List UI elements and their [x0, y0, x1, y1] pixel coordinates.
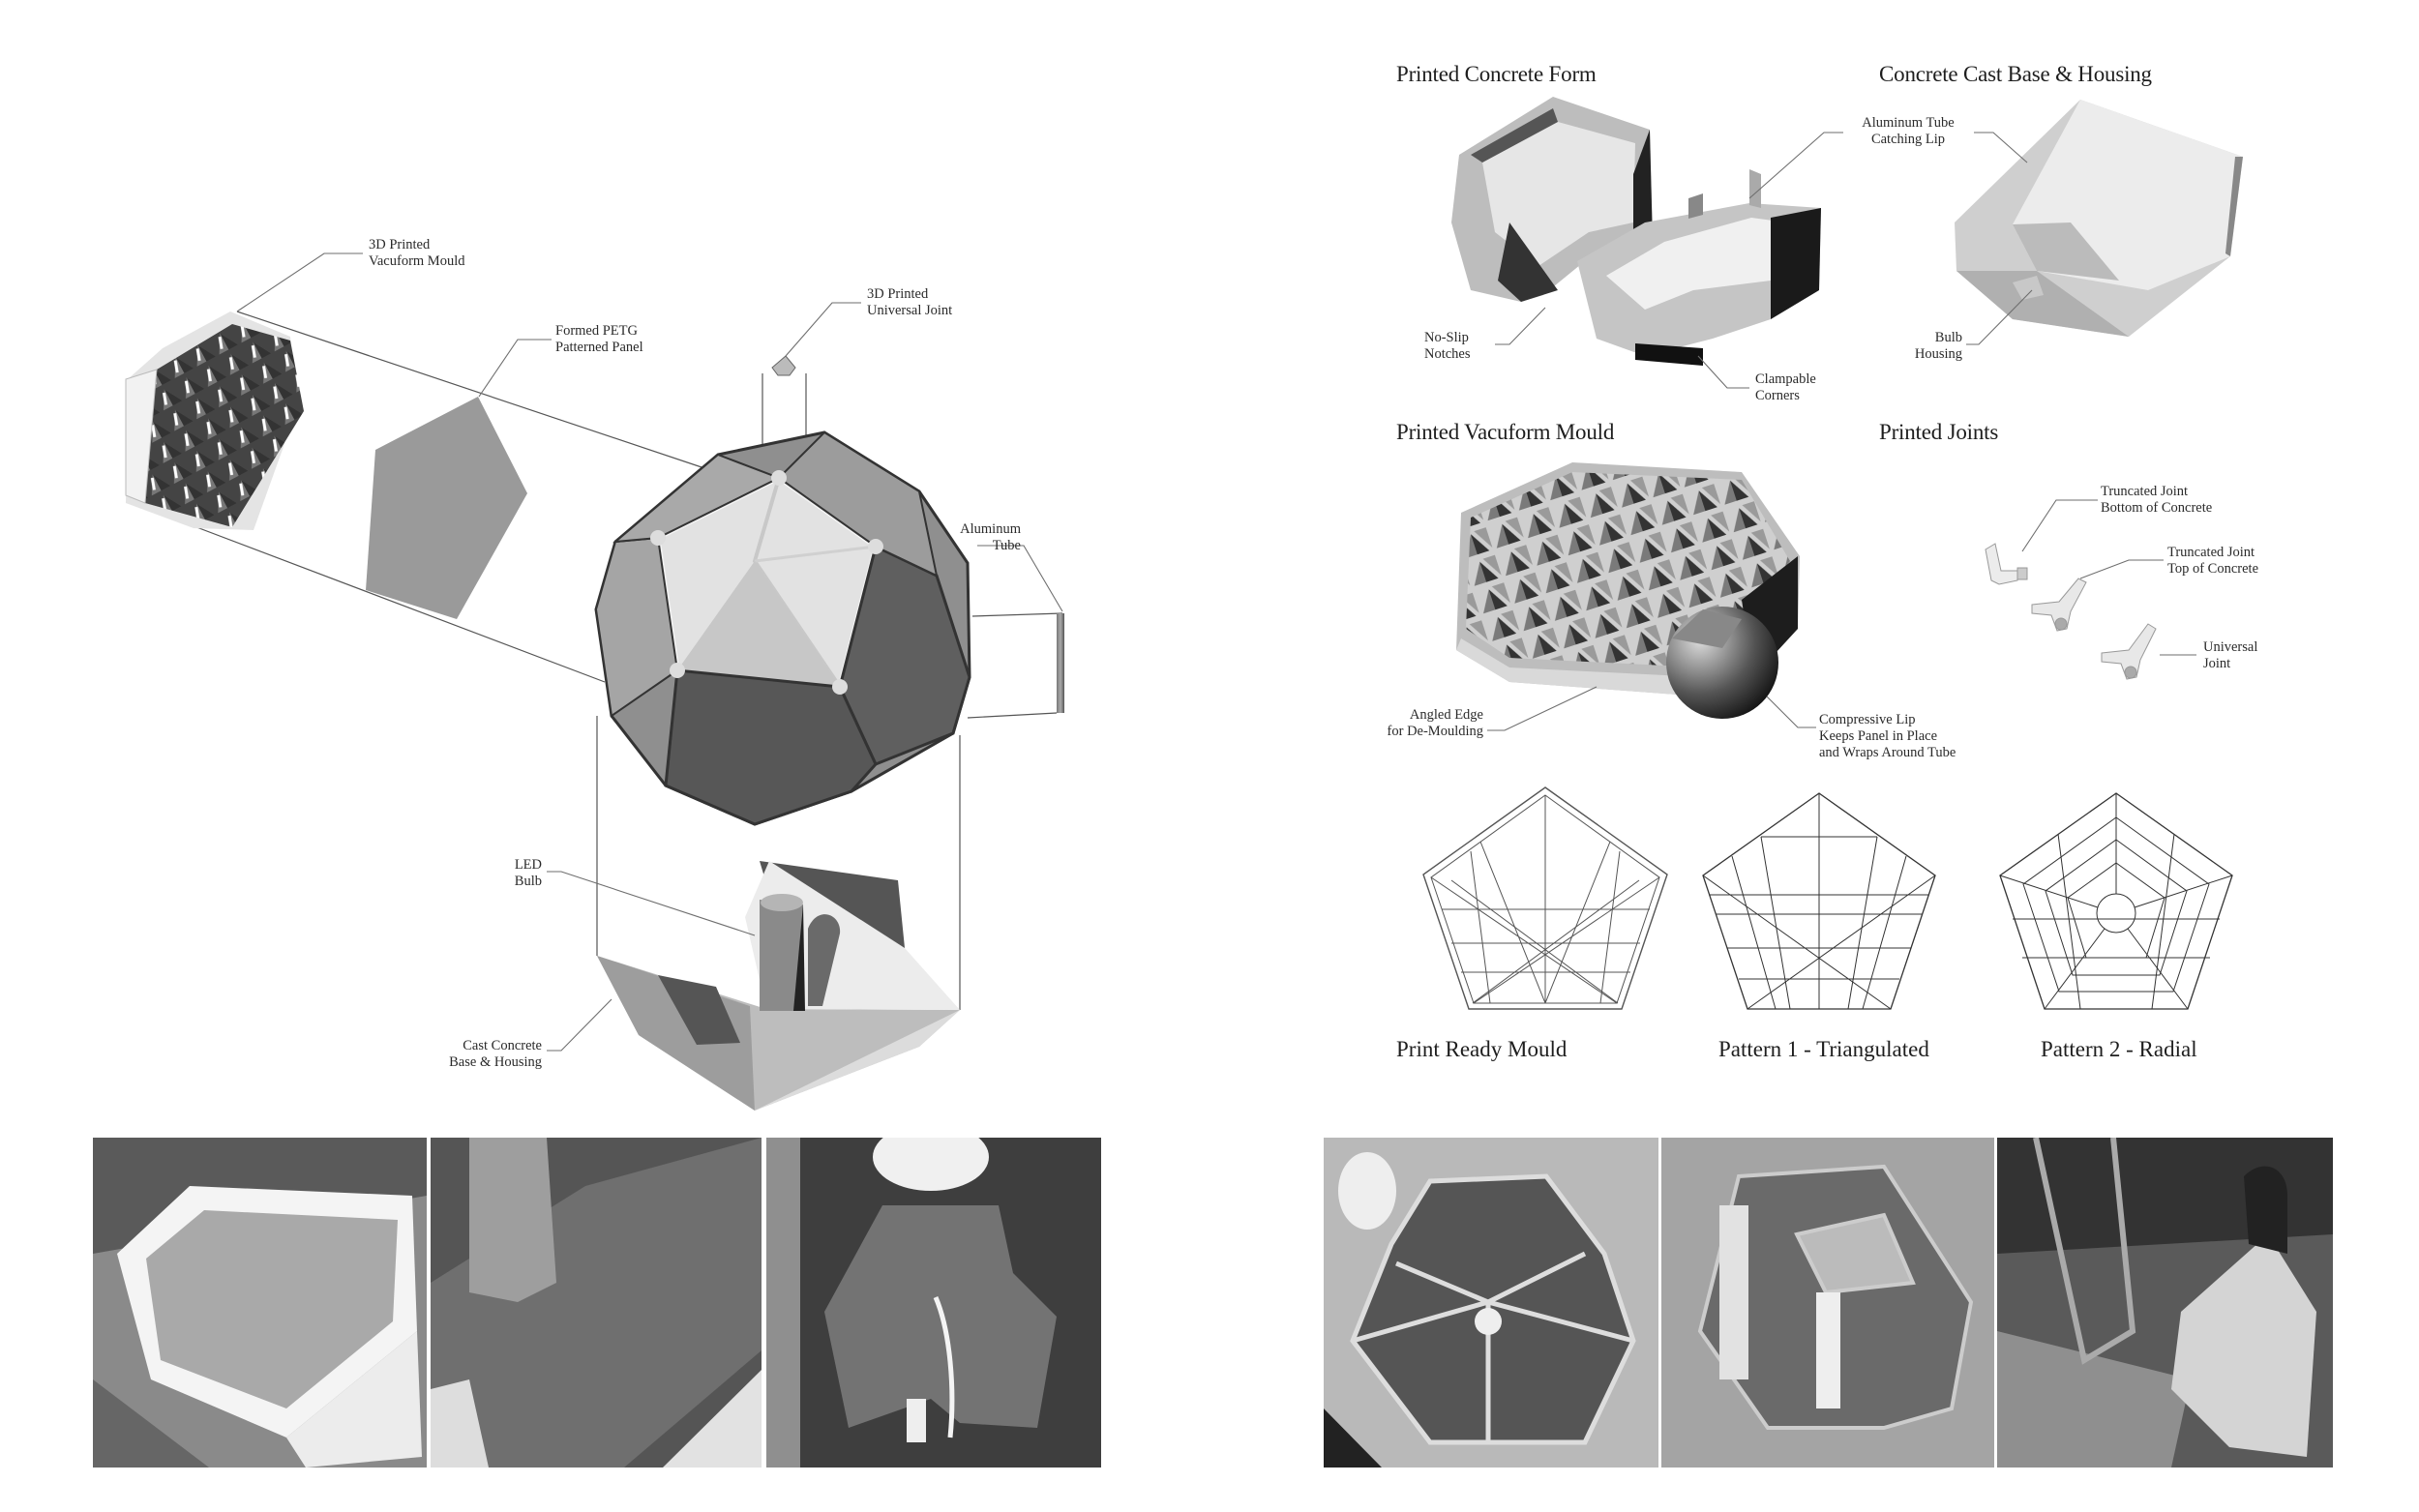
- label-bulb-housing: Bulb Housing: [1877, 330, 1962, 363]
- printed-vacuform-mould-render: [1456, 462, 1800, 719]
- label-line: 3D Printed: [369, 237, 431, 252]
- label-led-bulb: LED Bulb: [445, 857, 542, 890]
- label-line: LED: [514, 857, 542, 873]
- universal-joint-part: [2101, 623, 2157, 680]
- leader-lines-left: [236, 252, 1063, 1052]
- dodecahedron-lamp-render: [594, 430, 971, 826]
- petg-panel-render: [366, 397, 527, 619]
- photo-concrete-housing: [766, 1138, 1101, 1468]
- print-ready-mould-pattern: [1422, 786, 1668, 1010]
- label-line: Housing: [1914, 346, 1962, 362]
- photo-patterned-panel: [1997, 1138, 2333, 1468]
- label-line: Corners: [1755, 388, 1800, 403]
- photo-concrete-block: [431, 1138, 762, 1468]
- label-line: Clampable: [1755, 371, 1816, 387]
- label-line: 3D Printed: [867, 286, 929, 302]
- printed-concrete-form-render: [1451, 97, 1821, 366]
- label-concrete-base: Cast Concrete Base & Housing: [387, 1038, 542, 1071]
- label-line: Bottom of Concrete: [2101, 500, 2213, 516]
- label-line: Bulb: [1934, 330, 1962, 345]
- label-universal-joint: 3D Printed Universal Joint: [867, 286, 952, 319]
- cast-base-housing-render: [1955, 100, 2243, 337]
- label-vacuform-mould: 3D Printed Vacuform Mould: [369, 237, 464, 270]
- label-line: Compressive Lip: [1819, 712, 1916, 727]
- heading-concrete-cast-base: Concrete Cast Base & Housing: [1879, 62, 2152, 86]
- truncated-joint-top: [2031, 578, 2087, 632]
- triangulated-pattern: [1702, 792, 1936, 1010]
- label-line: for De-Moulding: [1387, 724, 1483, 739]
- label-line: Truncated Joint: [2101, 484, 2189, 499]
- label-line: Angled Edge: [1409, 707, 1483, 723]
- label-line: Aluminum Tube: [1862, 115, 1955, 131]
- label-line: Truncated Joint: [2167, 545, 2255, 560]
- label-line: Cast Concrete: [463, 1038, 542, 1053]
- photo-frame-panels: [1324, 1138, 1658, 1468]
- label-line: Catching Lip: [1870, 132, 1946, 147]
- caption-pattern-radial: Pattern 2 - Radial: [2041, 1037, 2197, 1061]
- label-line: and Wraps Around Tube: [1819, 745, 1956, 760]
- label-catching-lip: Aluminum Tube Catching Lip: [1844, 115, 1972, 148]
- label-truncated-joint-top: Truncated Joint Top of Concrete: [2167, 545, 2258, 578]
- label-line: Universal: [2203, 639, 2258, 655]
- leader-lines-right: [1487, 132, 2196, 731]
- universal-joint-render: [771, 355, 796, 376]
- caption-print-ready-mould: Print Ready Mould: [1396, 1037, 1568, 1061]
- photo-concrete-form: [93, 1138, 427, 1468]
- label-truncated-joint-bottom: Truncated Joint Bottom of Concrete: [2101, 484, 2212, 517]
- concrete-base-render: [597, 861, 960, 1111]
- label-line: Tube: [992, 538, 1021, 553]
- vacuform-mould-render: [125, 311, 304, 530]
- label-compressive-lip: Compressive Lip Keeps Panel in Place and…: [1819, 712, 1956, 761]
- label-clampable-corners: Clampable Corners: [1755, 371, 1816, 404]
- label-line: Universal Joint: [867, 303, 953, 318]
- label-line: Keeps Panel in Place: [1819, 728, 1938, 744]
- label-line: Top of Concrete: [2167, 561, 2259, 577]
- label-petg-panel: Formed PETG Patterned Panel: [555, 323, 643, 356]
- label-line: Joint: [2203, 656, 2231, 671]
- caption-pattern-triangulated: Pattern 1 - Triangulated: [1718, 1037, 1929, 1061]
- label-line: Base & Housing: [449, 1054, 542, 1070]
- truncated-joint-bottom: [1985, 543, 2028, 585]
- printed-joints-render: [1985, 543, 2157, 680]
- heading-printed-vacuform-mould: Printed Vacuform Mould: [1396, 420, 1615, 444]
- radial-pattern: [1999, 792, 2233, 1010]
- label-line: Bulb: [514, 874, 542, 889]
- label-line: Vacuform Mould: [369, 253, 465, 269]
- heading-printed-joints: Printed Joints: [1879, 420, 1999, 444]
- photo-frame-led: [1661, 1138, 1994, 1468]
- label-no-slip-notches: No-Slip Notches: [1424, 330, 1471, 363]
- label-line: Notches: [1424, 346, 1471, 362]
- exploded-axonometric: [125, 252, 1064, 1111]
- label-line: Formed PETG: [555, 323, 638, 339]
- label-universal-joint-part: Universal Joint: [2203, 639, 2257, 672]
- label-line: Patterned Panel: [555, 340, 643, 355]
- aluminum-tube-render: [967, 612, 1064, 719]
- label-line: Aluminum: [960, 521, 1021, 537]
- label-angled-edge: Angled Edge for De-Moulding: [1358, 707, 1483, 740]
- label-aluminum-tube: Aluminum Tube: [924, 521, 1021, 554]
- heading-printed-concrete-form: Printed Concrete Form: [1396, 62, 1597, 86]
- label-line: No-Slip: [1424, 330, 1469, 345]
